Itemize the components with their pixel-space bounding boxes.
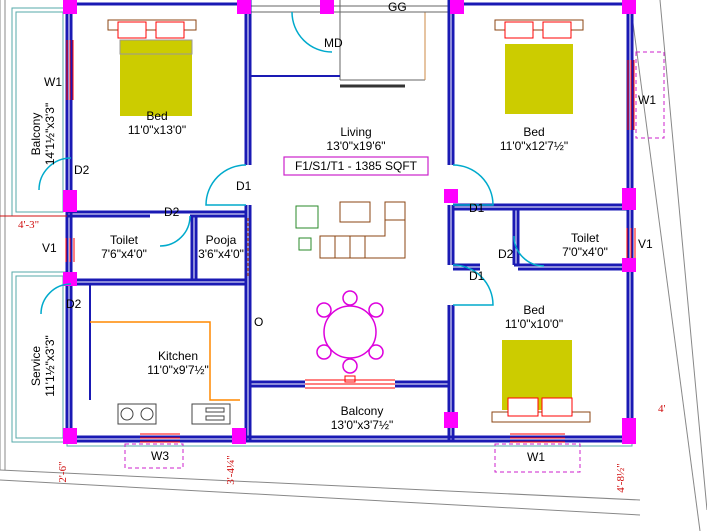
balcony-s-name: Balcony (341, 404, 384, 418)
dim-4-8: 4'-8½" (615, 463, 627, 492)
bed-se-size: 11'0"x10'0" (505, 317, 563, 331)
w3-label: W3 (151, 449, 169, 463)
living-name: Living (340, 125, 371, 139)
window-boxes (124, 51, 665, 473)
plan-title-box (283, 156, 429, 176)
bed-nw-name: Bed (146, 109, 167, 123)
w1-south-label: W1 (527, 450, 545, 464)
service-name: Service (29, 346, 43, 386)
doors (38, 11, 545, 315)
toilet-w-size: 7'6"x4'0" (101, 247, 147, 261)
kitchen-counter (90, 321, 240, 401)
o-label: O (254, 315, 263, 329)
living-size: 13'0"x19'6" (326, 139, 385, 153)
bed-ne-size: 11'0"x12'7½" (500, 139, 568, 153)
v1-west-label: V1 (42, 241, 57, 255)
columns (63, 0, 636, 444)
toilet-e-size: 7'0"x4'0" (562, 245, 608, 259)
bed-ne-name: Bed (523, 125, 544, 139)
balcony-w-size: 14'1½"x3'3" (43, 103, 57, 165)
dim-2-6: 2'-6" (57, 461, 69, 482)
stove-icon (191, 403, 231, 425)
md-label: MD (324, 36, 343, 50)
bed-se-name: Bed (523, 303, 544, 317)
bed-se (491, 340, 591, 423)
dim-4-3: 4'-3" (18, 219, 39, 231)
d2-kitchen-label: D2 (66, 297, 82, 311)
d2-bed-nw-label: D2 (74, 163, 90, 177)
dim-4: 4' (658, 403, 666, 415)
bed-nw (107, 19, 197, 116)
dining-table (316, 290, 384, 374)
pooja-size: 3'6"x4'0" (198, 247, 244, 261)
w1-east-label: W1 (638, 93, 656, 107)
kitchen-name: Kitchen (158, 349, 198, 363)
living-furniture (295, 201, 406, 259)
windows (65, 40, 636, 443)
toilet-w-name: Toilet (110, 233, 139, 247)
d1-bed-se-label: D1 (469, 269, 485, 283)
balcony-s-size: 13'0"x3'7½" (331, 418, 393, 432)
balcony-w-name: Balcony (29, 113, 43, 156)
v1-east-label: V1 (638, 237, 653, 251)
d2-toilet-w-label: D2 (164, 205, 180, 219)
d1-bed-ne-label: D1 (469, 201, 485, 215)
sink-icon (117, 403, 157, 425)
d2-toilet-e-label: D2 (498, 247, 514, 261)
bed-nw-size: 11'0"x13'0" (128, 123, 186, 137)
gg-label: GG (388, 0, 407, 14)
service-size: 11'1½"x3'3" (43, 335, 57, 397)
kitchen-size: 11'0"x9'7½" (147, 363, 209, 377)
d1-bed-nw-label: D1 (236, 179, 252, 193)
pooja-name: Pooja (206, 233, 237, 247)
dim-3-4: 3'-4¼" (225, 455, 237, 484)
bed-ne (494, 19, 584, 114)
plan-title: F1/S1/T1 - 1385 SQFT (295, 159, 418, 173)
toilet-e-name: Toilet (571, 231, 600, 245)
w1-west-label: W1 (44, 75, 62, 89)
